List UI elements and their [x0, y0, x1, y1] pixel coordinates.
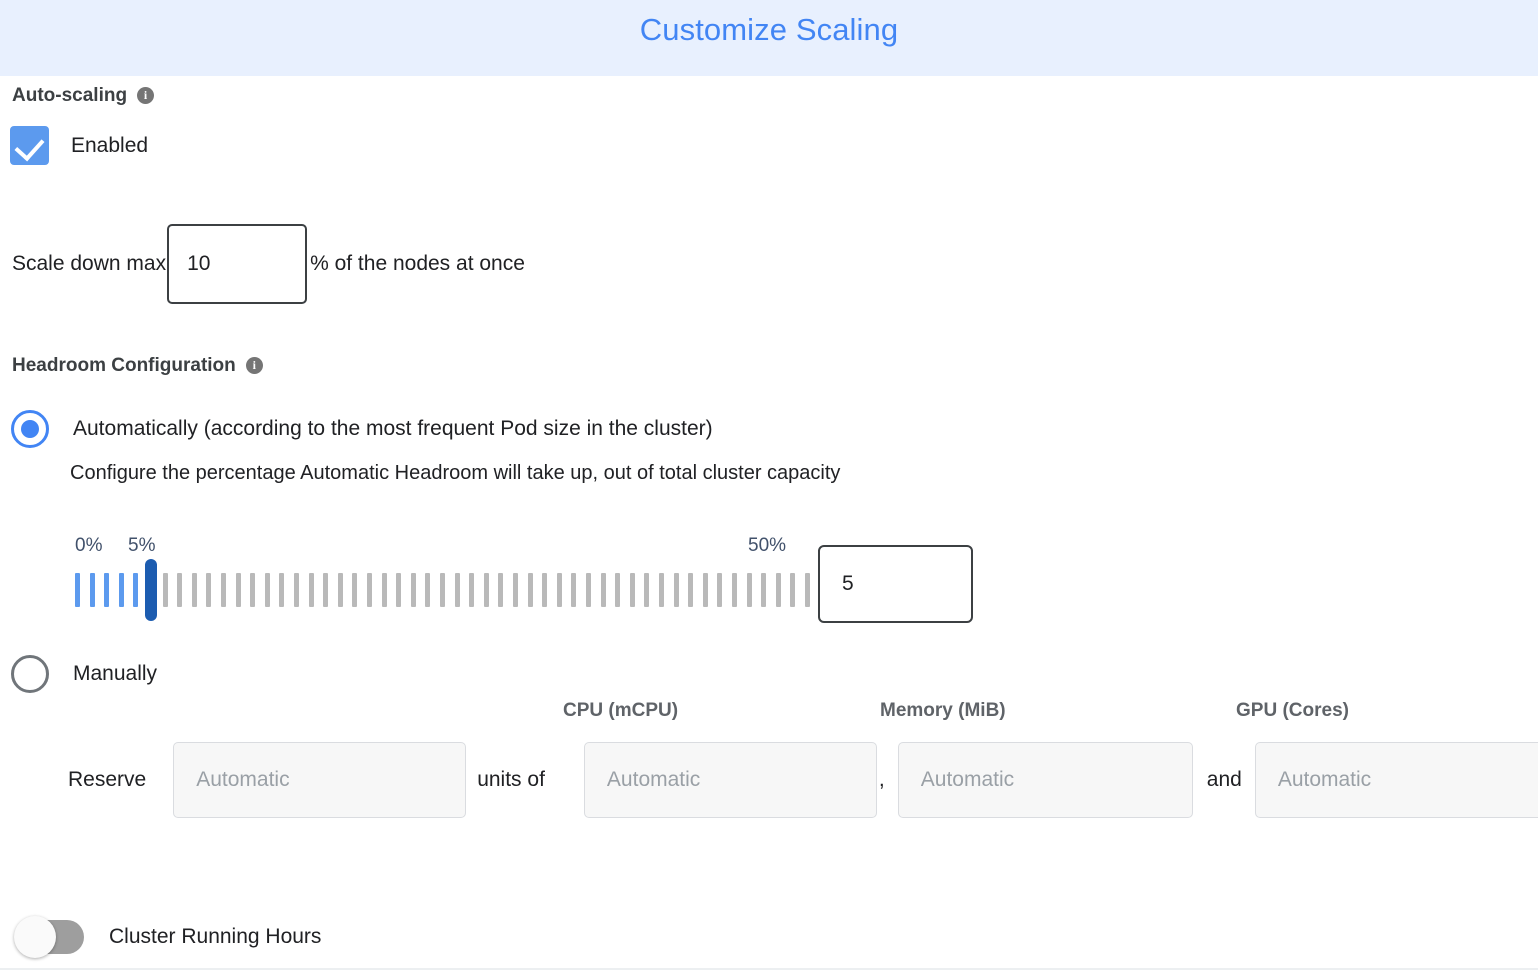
cpu-field-label: CPU (mCPU) [563, 700, 679, 721]
cluster-running-hours-label: Cluster Running Hours [109, 925, 322, 948]
slider-tick [440, 573, 445, 607]
slider-tick [586, 573, 591, 607]
slider-max-label: 50% [748, 535, 787, 556]
slider-tick [761, 573, 766, 607]
slider-tick [484, 573, 489, 607]
cluster-running-hours-row[interactable]: Cluster Running Hours [14, 916, 322, 958]
reserve-cpu-input[interactable] [583, 742, 877, 818]
slider-tick [236, 573, 241, 607]
comma-separator: , [878, 768, 885, 791]
slider-tick [732, 573, 737, 607]
bottom-divider [0, 968, 1538, 970]
slider-tick [630, 573, 635, 607]
headroom-percentage-slider[interactable]: 0% 5% 50% [75, 535, 810, 625]
slider-tick [455, 573, 460, 607]
autoscaling-enabled-checkbox[interactable] [10, 126, 49, 165]
slider-tick [163, 573, 168, 607]
slider-tick [498, 573, 503, 607]
slider-tick [513, 573, 518, 607]
slider-handle[interactable] [145, 559, 157, 621]
scale-down-max-row: Scale down max % of the nodes at once [12, 224, 525, 304]
slider-tick [644, 573, 649, 607]
slider-tick [703, 573, 708, 607]
headroom-percentage-input[interactable] [818, 545, 973, 623]
headroom-automatic-radio[interactable] [11, 410, 49, 448]
autoscaling-section-label: Auto-scaling [12, 85, 128, 106]
slider-current-label: 5% [128, 535, 156, 556]
headroom-automatic-label: Automatically (according to the most fre… [73, 417, 713, 440]
slider-tick [542, 573, 547, 607]
slider-tick [192, 573, 197, 607]
slider-tick [469, 573, 474, 607]
slider-tick [323, 573, 328, 607]
headroom-section-label: Headroom Configuration [12, 355, 236, 376]
slider-tick [309, 573, 314, 607]
units-of-label: units of [477, 768, 545, 791]
slider-tick [688, 573, 693, 607]
reserve-label: Reserve [68, 768, 147, 791]
slider-tick [747, 573, 752, 607]
slider-min-label: 0% [75, 535, 103, 556]
scale-down-max-input[interactable] [167, 224, 308, 304]
autoscaling-enabled-row[interactable]: Enabled [10, 126, 148, 165]
slider-track[interactable] [75, 559, 810, 621]
slider-tick [601, 573, 606, 607]
slider-tick [717, 573, 722, 607]
headroom-manual-label: Manually [73, 662, 158, 685]
slider-tick [177, 573, 182, 607]
slider-tick [265, 573, 270, 607]
autoscaling-enabled-label: Enabled [71, 133, 149, 157]
slider-tick [367, 573, 372, 607]
slider-tick [338, 573, 343, 607]
slider-tick [294, 573, 299, 607]
slider-tick [790, 573, 795, 607]
slider-tick [805, 573, 810, 607]
slider-tick [206, 573, 211, 607]
slider-tick [528, 573, 533, 607]
slider-tick [75, 573, 80, 607]
reserve-gpu-input[interactable] [1254, 742, 1538, 818]
slider-tick [659, 573, 664, 607]
slider-tick [776, 573, 781, 607]
and-separator: and [1206, 768, 1242, 791]
headroom-manual-option[interactable]: Manually [11, 655, 157, 693]
headroom-automatic-help-text: Configure the percentage Automatic Headr… [70, 462, 841, 484]
slider-tick [250, 573, 255, 607]
header-band [0, 0, 1538, 76]
reserve-units-input[interactable] [173, 742, 467, 818]
reserve-memory-input[interactable] [897, 742, 1193, 818]
slider-tick [425, 573, 430, 607]
slider-tick [396, 573, 401, 607]
slider-tick [674, 573, 679, 607]
slider-tick [133, 573, 138, 607]
headroom-section-header: Headroom Configuration i [12, 355, 263, 377]
memory-field-label: Memory (MiB) [880, 700, 1006, 721]
slider-tick [557, 573, 562, 607]
gpu-field-label: GPU (Cores) [1236, 700, 1349, 721]
slider-tick [615, 573, 620, 607]
info-icon[interactable]: i [245, 356, 263, 374]
scale-down-max-label: Scale down max [12, 252, 167, 275]
slider-tick [411, 573, 416, 607]
toggle-knob [14, 916, 56, 958]
reserve-row: Reserve units of , and [68, 742, 1538, 818]
page-title: Customize Scaling [639, 12, 899, 47]
slider-tick [382, 573, 387, 607]
cluster-running-hours-toggle[interactable] [14, 916, 84, 958]
slider-tick [119, 573, 124, 607]
slider-tick [571, 573, 576, 607]
slider-tick [221, 573, 226, 607]
slider-tick [104, 573, 109, 607]
info-icon[interactable]: i [137, 86, 155, 104]
scale-down-max-suffix: % of the nodes at once [310, 252, 525, 275]
headroom-manual-radio[interactable] [11, 655, 49, 693]
headroom-automatic-option[interactable]: Automatically (according to the most fre… [11, 410, 713, 448]
slider-tick [352, 573, 357, 607]
autoscaling-section-header: Auto-scaling i [12, 85, 155, 107]
slider-tick [279, 573, 284, 607]
slider-tick [90, 573, 95, 607]
